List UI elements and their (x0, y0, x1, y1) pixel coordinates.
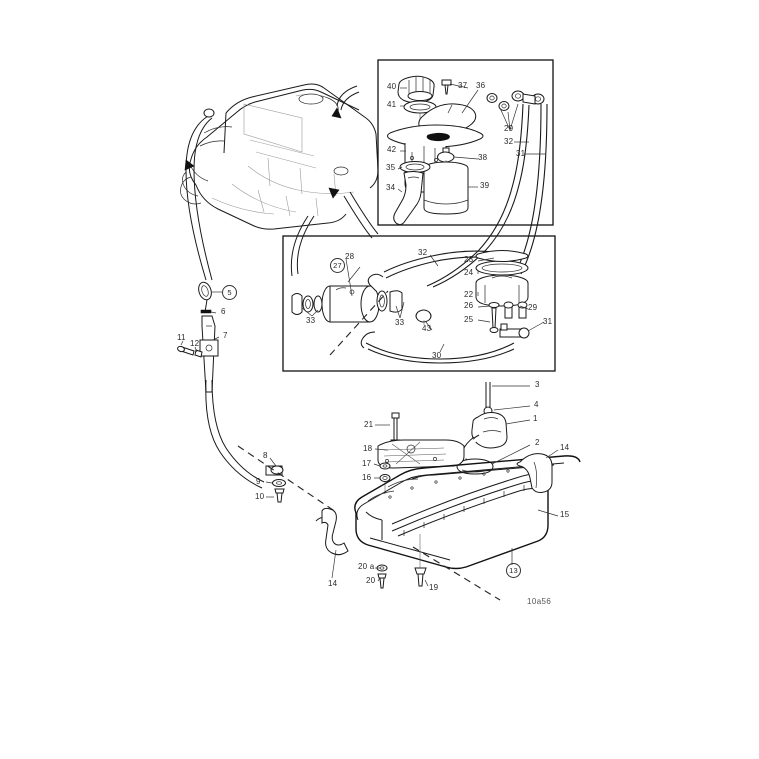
callout-7: 7 (223, 331, 228, 340)
callout-19: 19 (429, 583, 439, 592)
callout-2: 2 (535, 438, 540, 447)
callout-33-right: 33 (395, 318, 405, 327)
callout-11: 11 (177, 333, 186, 342)
callout-12: 12 (190, 339, 200, 348)
lower-panel-contents (291, 250, 530, 364)
callout-22: 22 (464, 290, 474, 299)
callout-21: 21 (364, 420, 374, 429)
callout-31-upper: 31 (516, 149, 526, 158)
callout-14-right: 14 (560, 443, 570, 452)
callout-35: 35 (386, 163, 396, 172)
windage-tray-group (377, 412, 465, 494)
callout-37: 37 (458, 81, 468, 90)
engine-hose-routing (184, 85, 379, 281)
callout-5: 5 (222, 285, 237, 300)
panel-oil-cooler-upper (377, 59, 554, 226)
callout-29-lower: 29 (528, 303, 538, 312)
callout-40: 40 (387, 82, 397, 91)
oil-pan-group (315, 453, 581, 589)
callout-42: 42 (387, 145, 397, 154)
assembly-dash-left (237, 445, 337, 513)
callout-41: 41 (387, 100, 397, 109)
callout-23: 23 (464, 255, 474, 264)
callout-20: 20 (366, 576, 376, 585)
callout-9: 9 (256, 477, 261, 486)
callout-6: 6 (221, 307, 226, 316)
callout-20a: 20 a (358, 562, 375, 571)
callout-15: 15 (560, 510, 570, 519)
watermark: 10a56 (527, 597, 552, 606)
panel-oil-cooler-lower (282, 235, 556, 372)
leader-lines (180, 83, 559, 587)
callout-18: 18 (363, 444, 373, 453)
callout-43: 43 (422, 324, 432, 333)
callout-3: 3 (535, 380, 540, 389)
callout-8: 8 (263, 451, 268, 460)
callout-24: 24 (464, 268, 474, 277)
callout-17: 17 (362, 459, 372, 468)
callout-33-left: 33 (306, 316, 316, 325)
callout-28: 28 (345, 252, 355, 261)
callout-14-left: 14 (328, 579, 338, 588)
dipstick-assembly (177, 281, 286, 503)
callout-32-upper: 32 (504, 137, 514, 146)
assembly-dash-pan (412, 546, 501, 601)
engine-block-illustration (180, 83, 379, 230)
callout-32-lower: 32 (418, 248, 428, 257)
callout-39: 39 (480, 181, 490, 190)
callout-1: 1 (533, 414, 538, 423)
callout-29-upper: 29 (504, 124, 514, 133)
upper-panel-contents (387, 75, 548, 288)
callout-27: 27 (330, 258, 345, 273)
callout-13: 13 (506, 563, 521, 578)
callout-38: 38 (478, 153, 488, 162)
callout-26: 26 (464, 301, 474, 310)
callout-10: 10 (255, 492, 265, 501)
callout-25: 25 (464, 315, 474, 324)
callout-16: 16 (362, 473, 372, 482)
oil-pump-group (456, 382, 508, 475)
assembly-dash-cooler (329, 290, 389, 356)
callout-4: 4 (534, 400, 539, 409)
callout-30: 30 (432, 351, 442, 360)
callout-31-lower: 31 (543, 317, 553, 326)
callout-34: 34 (386, 183, 396, 192)
callout-36: 36 (476, 81, 486, 90)
